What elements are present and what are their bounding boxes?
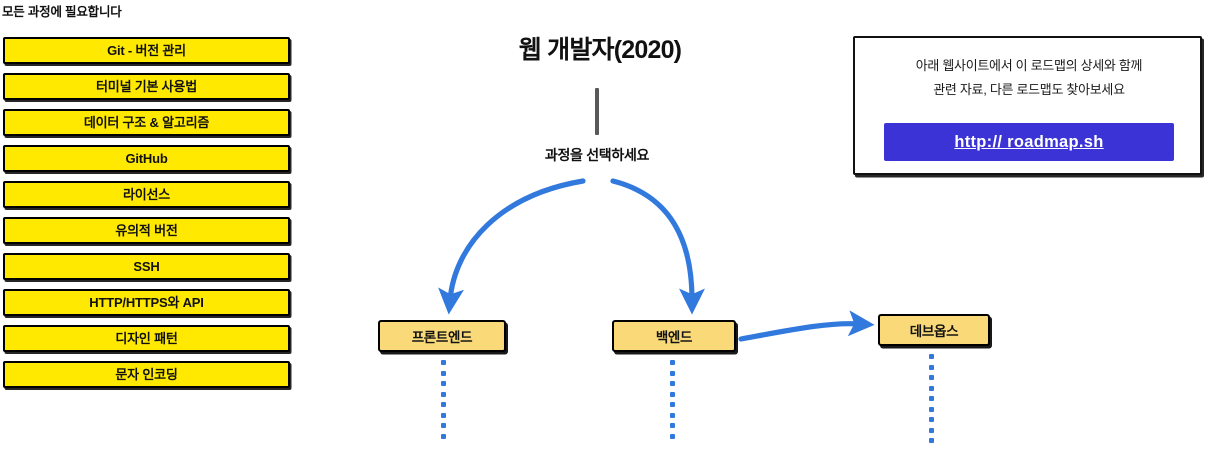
topic-item-terminal[interactable]: 터미널 기본 사용법	[3, 73, 290, 100]
sidebar-heading: 모든 과정에 필요합니다	[2, 5, 122, 19]
topic-label: 데이터 구조 & 알고리즘	[83, 115, 210, 130]
topic-label: SSH	[133, 259, 160, 274]
node-backend[interactable]: 백엔드	[612, 320, 736, 352]
node-label: 데브옵스	[909, 324, 959, 339]
topic-label: 디자인 패턴	[115, 331, 178, 346]
title-stem-line	[595, 88, 599, 135]
topic-label: 터미널 기본 사용법	[96, 79, 197, 94]
arrow-to-backend	[610, 178, 705, 315]
common-topics-sidebar: 모든 과정에 필요합니다 Git - 버전 관리 터미널 기본 사용법 데이터 …	[0, 0, 296, 436]
topic-label: 라이선스	[122, 187, 171, 202]
node-label: 프론트엔드	[411, 330, 473, 345]
roadmap-link-button[interactable]: http:// roadmap.sh	[884, 123, 1174, 161]
dotted-path-backend	[670, 360, 675, 444]
node-devops[interactable]: 데브옵스	[878, 314, 990, 346]
topic-label: 유의적 버전	[115, 223, 178, 238]
topic-item-design-patterns[interactable]: 디자인 패턴	[3, 325, 290, 352]
node-frontend[interactable]: 프론트엔드	[378, 320, 506, 352]
topic-item-semantic-versioning[interactable]: 유의적 버전	[3, 217, 290, 244]
topic-item-github[interactable]: GitHub	[3, 145, 290, 172]
dotted-path-devops	[929, 354, 934, 449]
node-label: 백엔드	[655, 330, 693, 345]
topic-item-http-api[interactable]: HTTP/HTTPS와 API	[3, 289, 290, 316]
topic-item-ssh[interactable]: SSH	[3, 253, 290, 280]
topic-item-licenses[interactable]: 라이선스	[3, 181, 290, 208]
topic-label: GitHub	[125, 151, 168, 166]
topic-item-character-encoding[interactable]: 문자 인코딩	[3, 361, 290, 388]
topic-label: HTTP/HTTPS와 API	[89, 295, 204, 310]
topic-label: 문자 인코딩	[115, 367, 178, 382]
page-title: 웹 개발자(2020)	[518, 36, 682, 64]
arrow-to-frontend	[438, 178, 586, 315]
info-line-1: 아래 웹사이트에서 이 로드맵의 상세와 함께	[915, 58, 1143, 73]
topic-item-git[interactable]: Git - 버전 관리	[3, 37, 290, 64]
info-line-2: 관련 자료, 다른 로드맵도 찾아보세요	[933, 82, 1125, 98]
info-card-text: 아래 웹사이트에서 이 로드맵의 상세와 함께 관련 자료, 다른 로드맵도 찾…	[869, 54, 1189, 102]
info-card: 아래 웹사이트에서 이 로드맵의 상세와 함께 관련 자료, 다른 로드맵도 찾…	[853, 36, 1202, 175]
arrow-backend-to-devops	[738, 310, 875, 342]
dotted-path-frontend	[441, 360, 446, 444]
topic-label: Git - 버전 관리	[107, 43, 186, 58]
flow-subtitle: 과정을 선택하세요	[544, 147, 650, 163]
topic-list: Git - 버전 관리 터미널 기본 사용법 데이터 구조 & 알고리즘 Git…	[3, 37, 290, 397]
topic-item-data-structures[interactable]: 데이터 구조 & 알고리즘	[3, 109, 290, 136]
